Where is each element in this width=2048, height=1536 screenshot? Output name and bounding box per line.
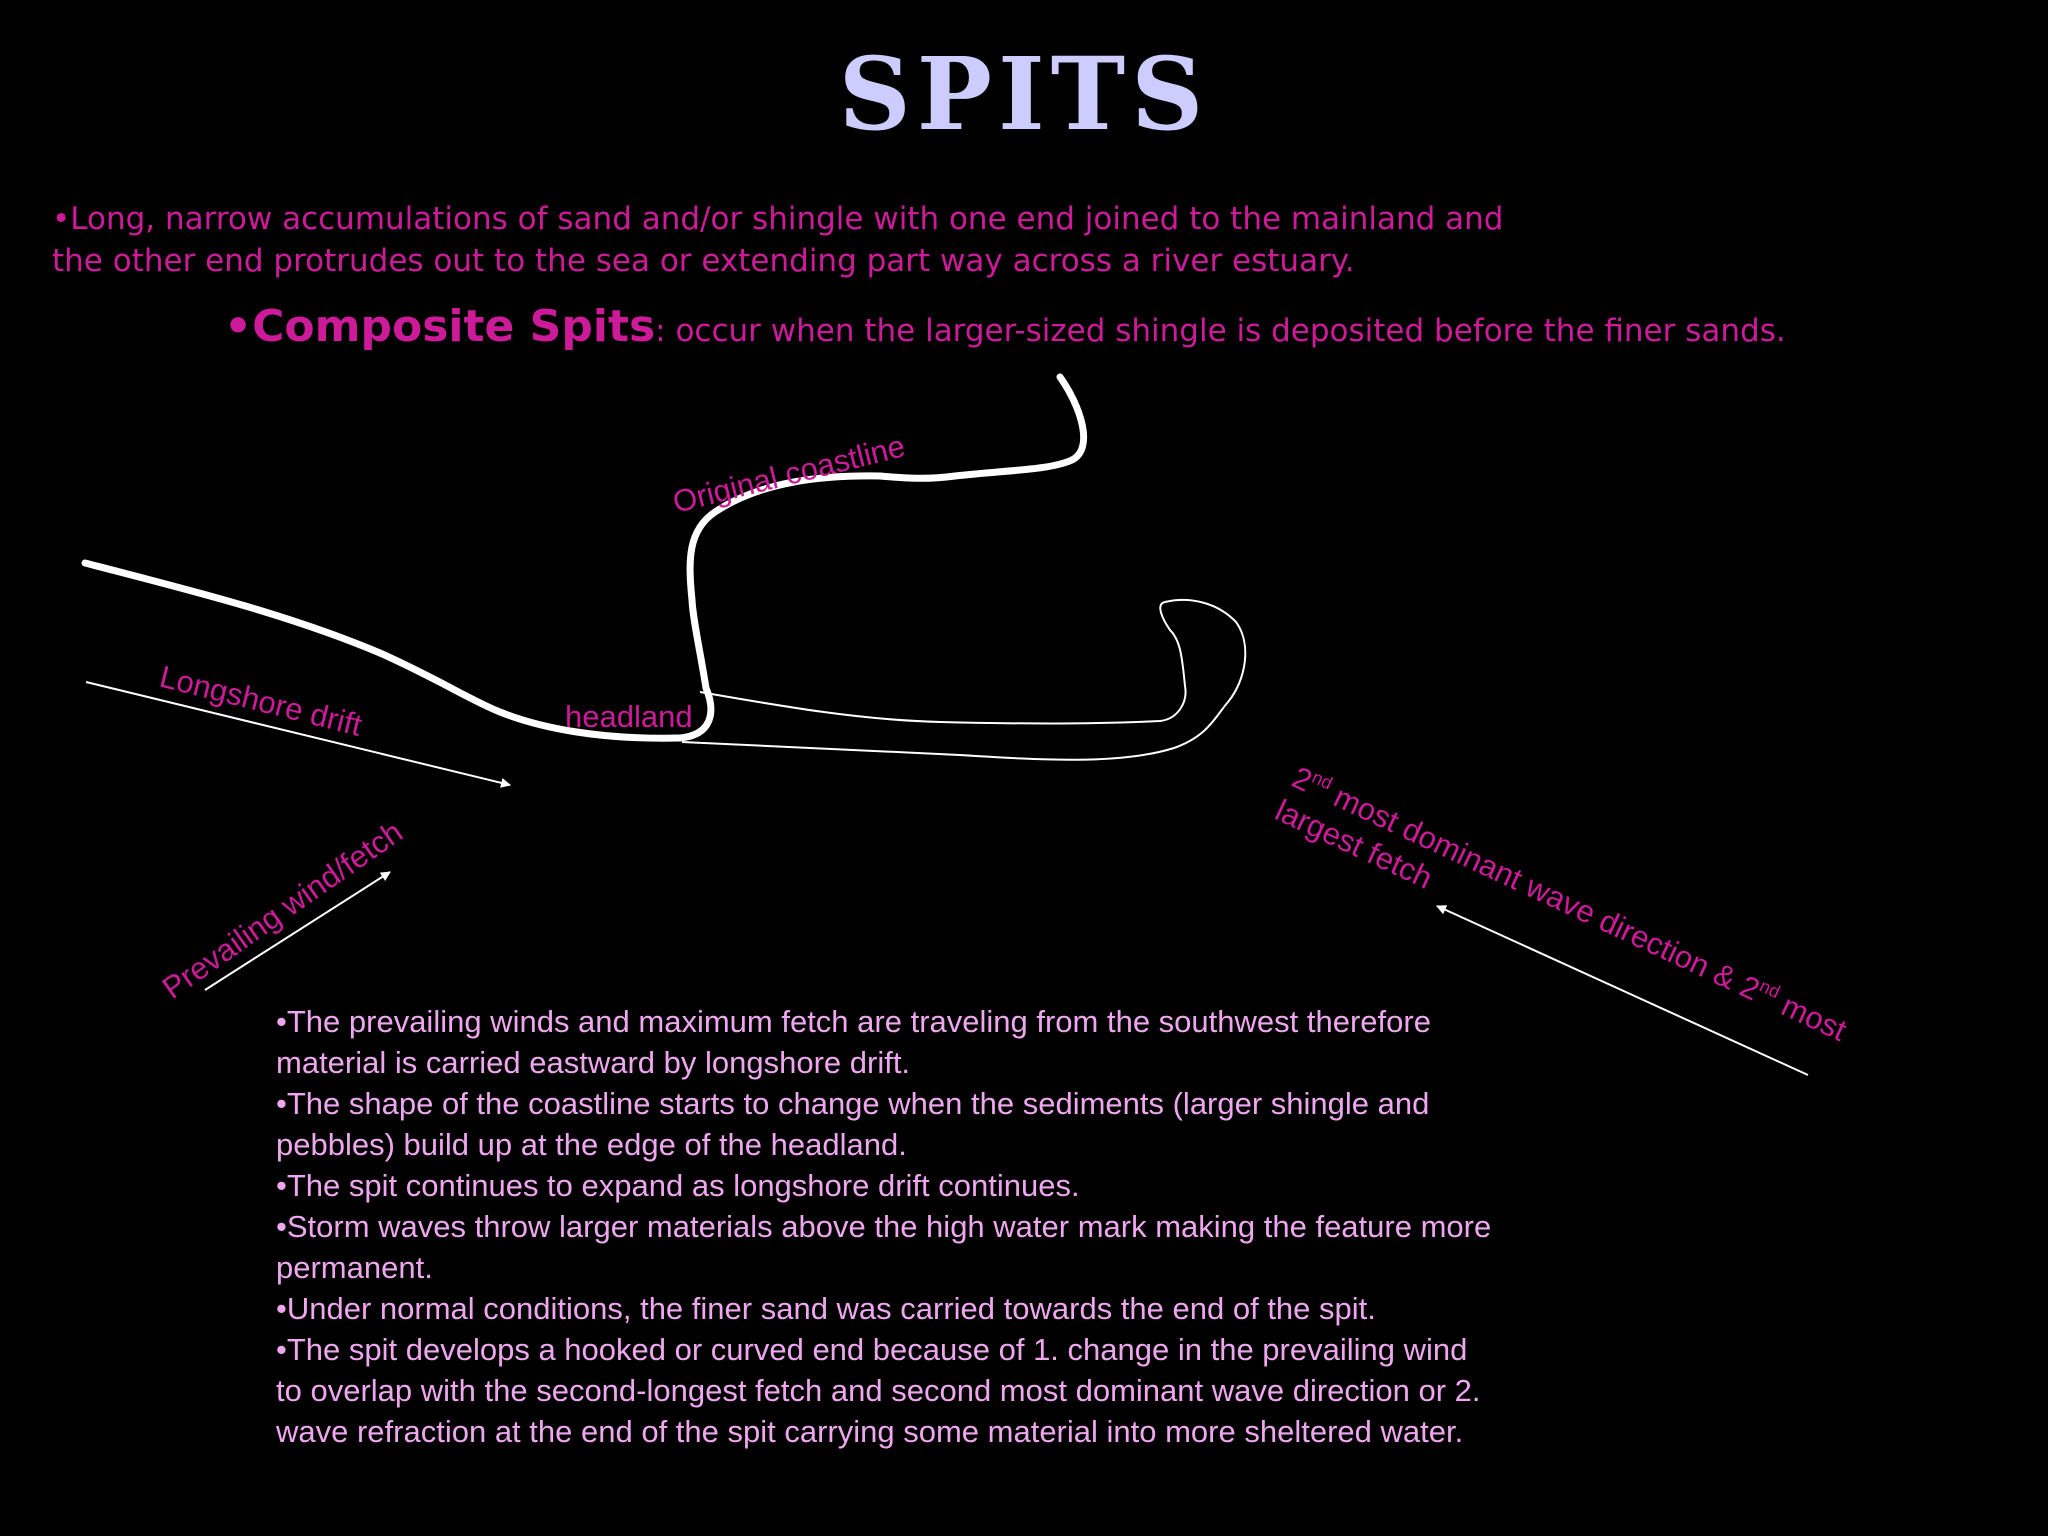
headland-label: headland (565, 699, 693, 734)
bullet-line: wave refraction at the end of the spit c… (276, 1414, 1464, 1449)
prevailing-wind-label: Prevailing wind/fetch (156, 814, 409, 1006)
headland-coast (676, 373, 1088, 742)
bullet-line: •The spit develops a hooked or curved en… (276, 1332, 1468, 1367)
definition-line-1: •Long, narrow accumulations of sand and/… (52, 201, 1504, 237)
bullet-line: •Storm waves throw larger materials abov… (276, 1209, 1492, 1244)
bullet-line: •The prevailing winds and maximum fetch … (276, 1004, 1431, 1039)
bullet-line: •The shape of the coastline starts to ch… (276, 1086, 1430, 1121)
bullet-line: to overlap with the second-longest fetch… (276, 1373, 1481, 1408)
explanation-list: •The prevailing winds and maximum fetch … (276, 1001, 1696, 1452)
prevailing-wind-arrow (204, 871, 391, 991)
second-wave-arrow (1436, 905, 1809, 1076)
bullet-line: •Under normal conditions, the finer sand… (276, 1291, 1376, 1326)
definition-line-2: the other end protrudes out to the sea o… (52, 243, 1355, 279)
second-wave-label-end: most (1768, 984, 1852, 1048)
bullet-line: material is carried eastward by longshor… (276, 1045, 911, 1080)
coastline-west (81, 559, 684, 742)
spit-outline (681, 598, 1247, 761)
longshore-drift-label: Longshore drift (156, 659, 365, 743)
bullet-line: •The spit continues to expand as longsho… (276, 1168, 1080, 1203)
composite-spits-definition: : occur when the larger-sized shingle is… (655, 313, 1786, 349)
longshore-drift-arrow (85, 681, 511, 788)
bullet-line: permanent. (276, 1250, 433, 1285)
second-wave-label-mid: most dominant wave direction & 2 (1321, 775, 1765, 1007)
composite-spits-text: •Composite Spits: occur when the larger-… (224, 302, 1786, 356)
bullet-line: pebbles) build up at the edge of the hea… (276, 1127, 907, 1162)
slide-title: SPITS (838, 35, 1210, 153)
definition-text: •Long, narrow accumulations of sand and/… (52, 198, 1503, 282)
composite-spits-term: •Composite Spits (224, 301, 656, 352)
